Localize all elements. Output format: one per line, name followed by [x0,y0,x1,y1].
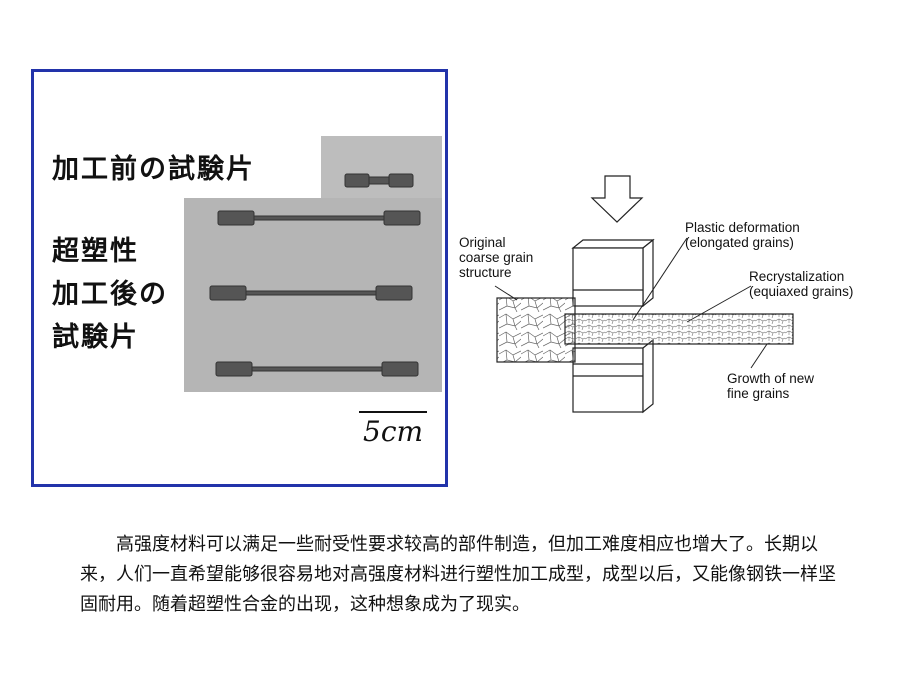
deformed-strip [564,313,794,345]
superplastic-diagram: Original coarse grain structure Plastic … [455,168,895,423]
recryst-leader [686,285,752,323]
lower-die [572,338,654,414]
plastic-leader [632,237,688,321]
body-text: 高强度材料可以满足一些耐受性要求较高的部件制造，但加工难度相应也增大了。长期以来… [80,530,850,620]
label-after-line-3: 試験片 [52,322,139,353]
plastic-deformation-label: Plastic deformation (elongated grains) [685,220,800,250]
label-before-processing: 加工前の試験片 [52,154,255,185]
coarse-grain-block [496,297,576,363]
grain-growth-label: Growth of new fine grains [727,371,815,401]
label-after-line-2: 加工後の [52,279,168,310]
label-after-line-1: 超塑性 [52,236,139,267]
specimen-before [344,173,414,188]
original-structure-label: Original coarse grain structure [459,235,534,280]
specimen-photo-graphic [184,136,442,413]
upper-die [571,238,655,308]
specimen-after-2 [209,285,413,301]
original-leader [494,285,518,301]
diagram-graphic [494,175,794,414]
scale-label: 5cm [363,415,424,448]
specimen-after-1 [217,210,421,226]
body-paragraph: 高强度材料可以满足一些耐受性要求较高的部件制造，但加工难度相应也增大了。长期以来… [80,534,836,615]
growth-leader [750,343,768,369]
recrystallization-label: Recrystalization (equiaxed grains) [749,269,854,299]
specimen-photo: 加工前の試験片 超塑性 加工後の 試験片 5cm [31,69,448,487]
specimen-after-3 [215,361,419,377]
pressure-arrow [590,175,644,223]
